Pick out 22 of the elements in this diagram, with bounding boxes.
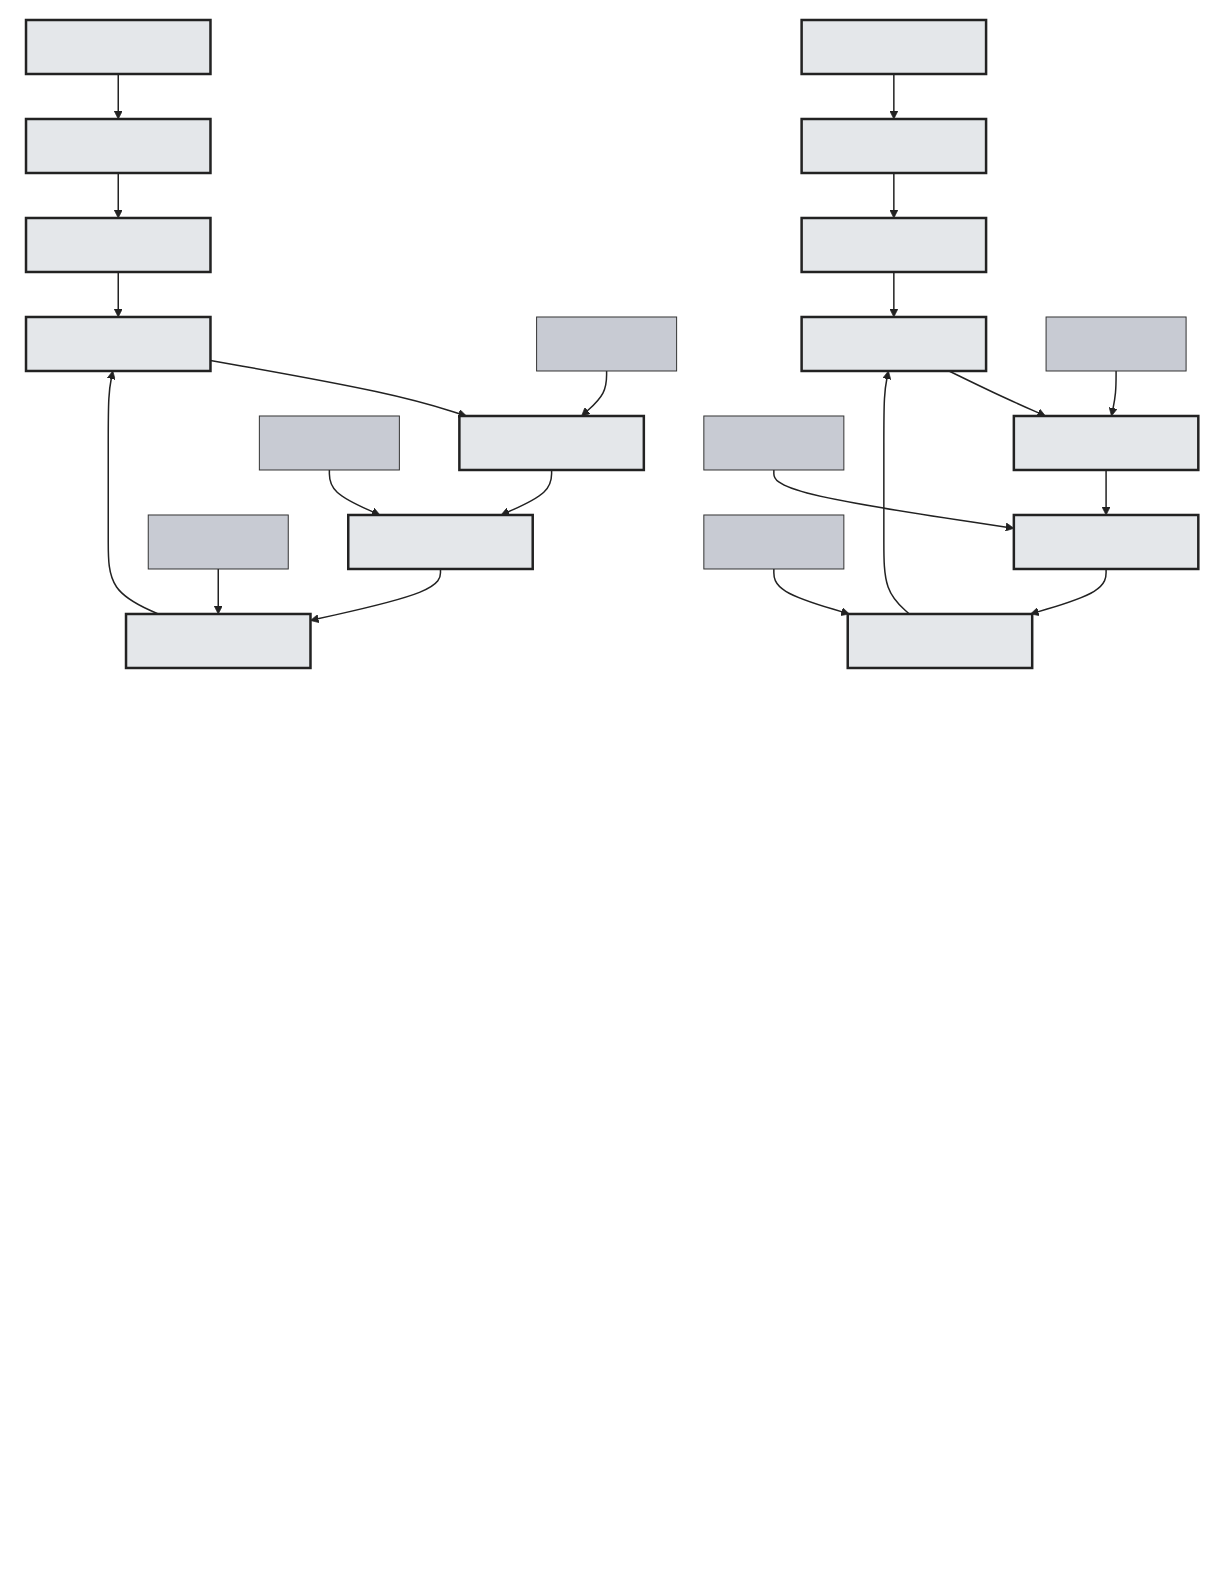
node-box xyxy=(258,415,400,471)
node-box xyxy=(1045,316,1187,372)
node-box xyxy=(147,514,289,570)
node-box xyxy=(457,414,645,472)
node-box xyxy=(1012,414,1200,472)
node-box xyxy=(800,18,988,76)
arrow xyxy=(772,568,850,616)
node-box xyxy=(24,216,212,274)
arrow xyxy=(1030,568,1107,616)
node-box xyxy=(535,316,677,372)
node-box xyxy=(24,18,212,76)
node-box xyxy=(1012,513,1200,571)
node-box xyxy=(24,117,212,175)
node-box xyxy=(846,612,1034,670)
node-box xyxy=(703,415,845,471)
node-box xyxy=(800,315,988,373)
node-box xyxy=(800,216,988,274)
node-box xyxy=(24,315,212,373)
node-box xyxy=(703,514,845,570)
node-box xyxy=(124,612,312,670)
node-box xyxy=(346,513,534,571)
node-box xyxy=(800,117,988,175)
